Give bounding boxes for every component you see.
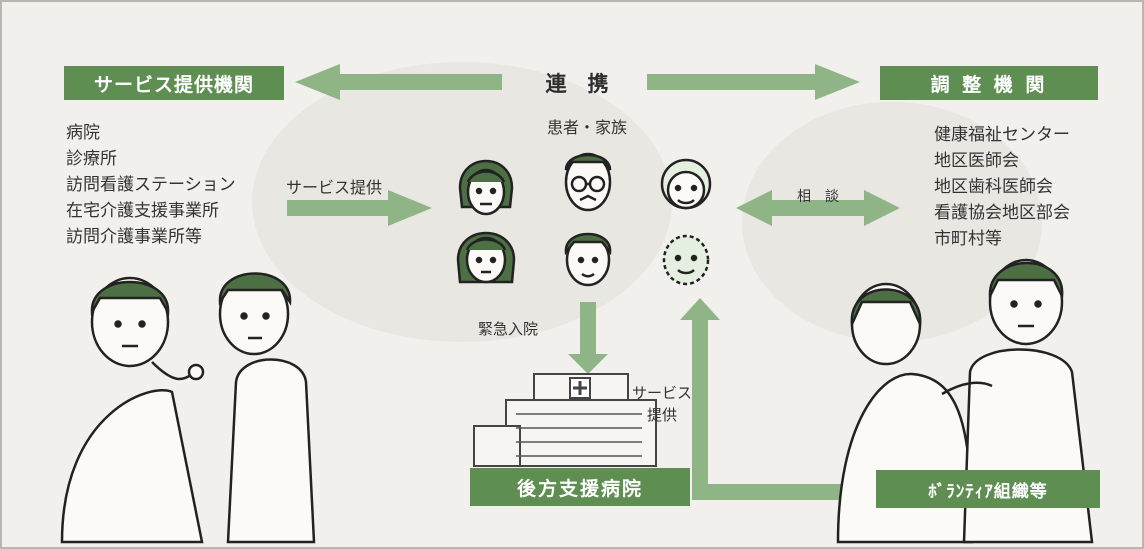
service-providers-header: サービス提供機関: [64, 66, 284, 100]
volunteer-service-label-line2: 提供: [646, 406, 677, 424]
hospital-icon: [473, 373, 657, 467]
coord-item-health-center: 健康福祉センター: [934, 125, 1070, 145]
coordination-org-list: 健康福祉センター 地区医師会 地区歯科医師会 看護協会地区部会 市町村等: [934, 122, 1070, 252]
family-face-icon: [458, 159, 514, 216]
emergency-admission-label: 緊急入院: [478, 320, 539, 338]
family-face-icon: [456, 231, 516, 284]
coord-item-nursing-assoc: 看護協会地区部会: [934, 203, 1070, 223]
volunteer-org-label: ﾎﾞﾗﾝﾃｨｱ組織等: [876, 470, 1100, 508]
family-face-icon: [660, 158, 712, 210]
volunteer-service-label-line1: サービス: [631, 384, 692, 402]
patient-family-label: 患者・家族: [546, 118, 627, 137]
provider-item-hospital: 病院: [66, 123, 100, 143]
provider-item-visiting-nurse: 訪問看護ステーション: [66, 175, 236, 195]
doctor-patient-illustration-left: [60, 272, 316, 544]
coord-item-municipality: 市町村等: [934, 229, 1002, 249]
family-face-icon: [662, 234, 710, 286]
provider-item-home-care: 訪問介護事業所等: [66, 227, 202, 247]
link-arrow-left: [295, 64, 502, 100]
arrows: [287, 64, 900, 500]
provider-item-clinic: 診療所: [66, 149, 117, 169]
service-providers-list: 病院 診療所 訪問看護ステーション 在宅介護支援事業所 訪問介護事業所等: [66, 120, 236, 250]
coord-item-medical-assoc: 地区医師会: [934, 151, 1019, 171]
link-label: 連 携: [545, 72, 609, 96]
backup-hospital-label: 後方支援病院: [470, 468, 690, 506]
coord-item-dental-assoc: 地区歯科医師会: [934, 177, 1053, 197]
consultation-arrow: [736, 190, 900, 226]
volunteer-service-arrow: [680, 298, 876, 500]
link-arrow-right: [647, 64, 860, 100]
consultation-label: 相 談: [797, 189, 839, 205]
service-provision-label: サービス提供: [286, 178, 383, 197]
family-face-icon: [564, 152, 612, 212]
emergency-admission-arrow: [568, 302, 608, 374]
provider-item-home-care-support: 在宅介護支援事業所: [66, 201, 219, 221]
coordination-org-header: 調 整 機 関: [880, 66, 1098, 100]
family-face-icon: [564, 232, 612, 287]
family-faces: [456, 152, 712, 287]
service-provision-arrow: [287, 190, 432, 226]
